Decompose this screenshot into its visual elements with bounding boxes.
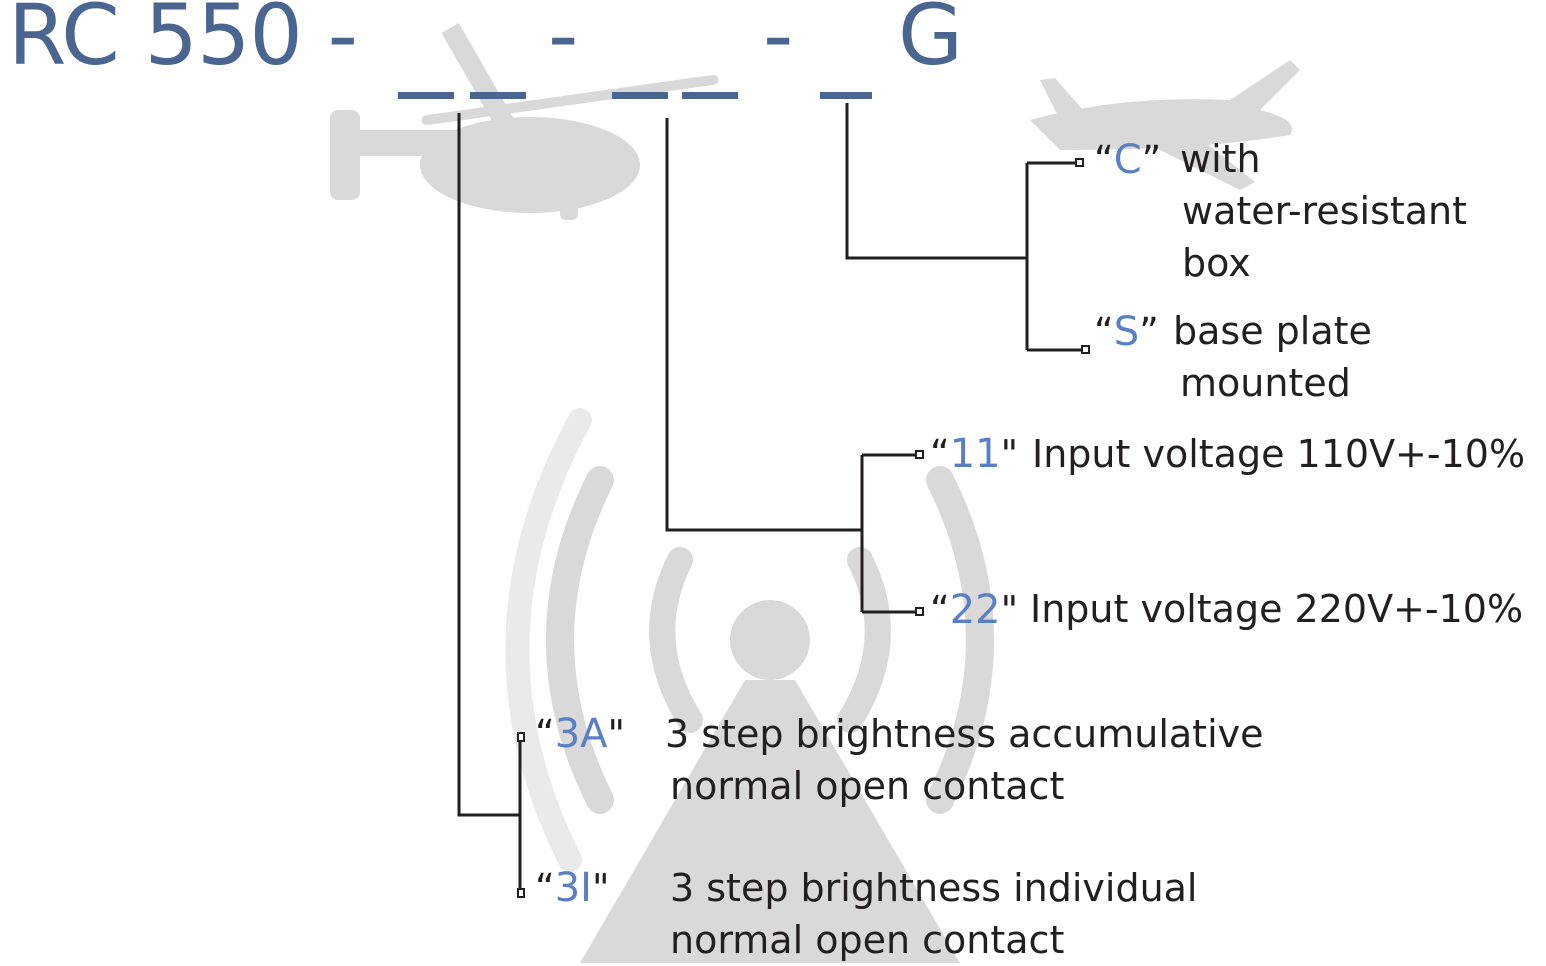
node-c — [1075, 158, 1084, 167]
node-s — [1081, 345, 1090, 354]
option-22: “22" — [930, 587, 1019, 633]
option-3i: “3I" — [535, 865, 610, 911]
option-c-desc-3: box — [1182, 241, 1251, 285]
title-separator-2: - — [763, 0, 793, 84]
option-3i-desc-2: normal open contact — [670, 918, 1065, 962]
option-22-code: 22 — [949, 587, 1001, 633]
option-c-code: C — [1113, 137, 1142, 183]
option-c-desc-2: water-resistant — [1182, 189, 1468, 233]
option-c: “C” — [1094, 137, 1162, 183]
option-c-desc-1: with — [1180, 137, 1261, 181]
option-3a-desc-1: 3 step brightness accumulative — [665, 712, 1264, 756]
option-s-code: S — [1113, 309, 1140, 355]
antenna-watermark-icon — [505, 408, 994, 963]
node-3a — [517, 732, 525, 742]
option-3i-desc-1: 3 step brightness individual — [670, 866, 1198, 910]
option-3i-code: 3I — [554, 865, 592, 911]
airplane-watermark-icon — [1030, 60, 1300, 190]
option-s-desc-2: mounted — [1180, 361, 1351, 405]
option-11-code: 11 — [949, 431, 1001, 477]
option-11-desc: Input voltage 110V+-10% — [1032, 432, 1526, 476]
blank-slot-3 — [820, 92, 872, 99]
title-separator-1: - — [548, 0, 578, 84]
node-22 — [915, 607, 924, 616]
title-prefix: RC 550 - — [8, 0, 358, 84]
blank-slot-1a — [398, 92, 454, 99]
option-3a-desc-2: normal open contact — [670, 764, 1065, 808]
option-22-desc: Input voltage 220V+-10% — [1030, 587, 1524, 631]
option-11: “11" — [930, 431, 1019, 477]
blank-slot-2a — [612, 92, 668, 99]
option-3a: “3A" — [535, 711, 625, 757]
node-11 — [915, 450, 924, 459]
node-3i — [517, 888, 525, 898]
option-s-desc-1: base plate — [1173, 309, 1372, 353]
helicopter-watermark-icon — [330, 23, 719, 220]
title-suffix: G — [898, 0, 963, 84]
option-s: “S” — [1094, 309, 1159, 355]
blank-slot-1b — [470, 92, 526, 99]
option-3a-code: 3A — [554, 711, 608, 757]
blank-slot-2b — [682, 92, 738, 99]
